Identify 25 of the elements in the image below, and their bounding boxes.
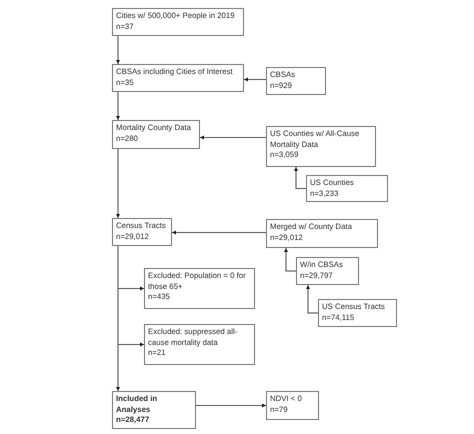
process-box — [112, 120, 200, 149]
process-box — [112, 218, 172, 246]
process-box — [144, 268, 255, 309]
process-box — [112, 8, 244, 36]
process-box — [144, 324, 255, 365]
arrow — [172, 230, 266, 234]
arrow — [116, 92, 120, 120]
process-box — [266, 391, 319, 420]
process-box — [266, 126, 376, 167]
arrow — [196, 404, 266, 408]
arrow — [244, 78, 266, 82]
arrow — [306, 284, 318, 314]
arrow — [116, 148, 120, 218]
arrow — [116, 246, 120, 392]
process-box — [296, 257, 359, 285]
arrow — [200, 136, 266, 140]
arrow — [284, 248, 296, 272]
process-box — [266, 67, 326, 95]
arrow — [294, 166, 306, 189]
process-box — [266, 219, 378, 248]
process-box — [318, 299, 397, 327]
process-box — [306, 175, 388, 202]
process-box — [112, 64, 244, 92]
arrow — [116, 36, 120, 64]
process-box — [112, 391, 196, 428]
